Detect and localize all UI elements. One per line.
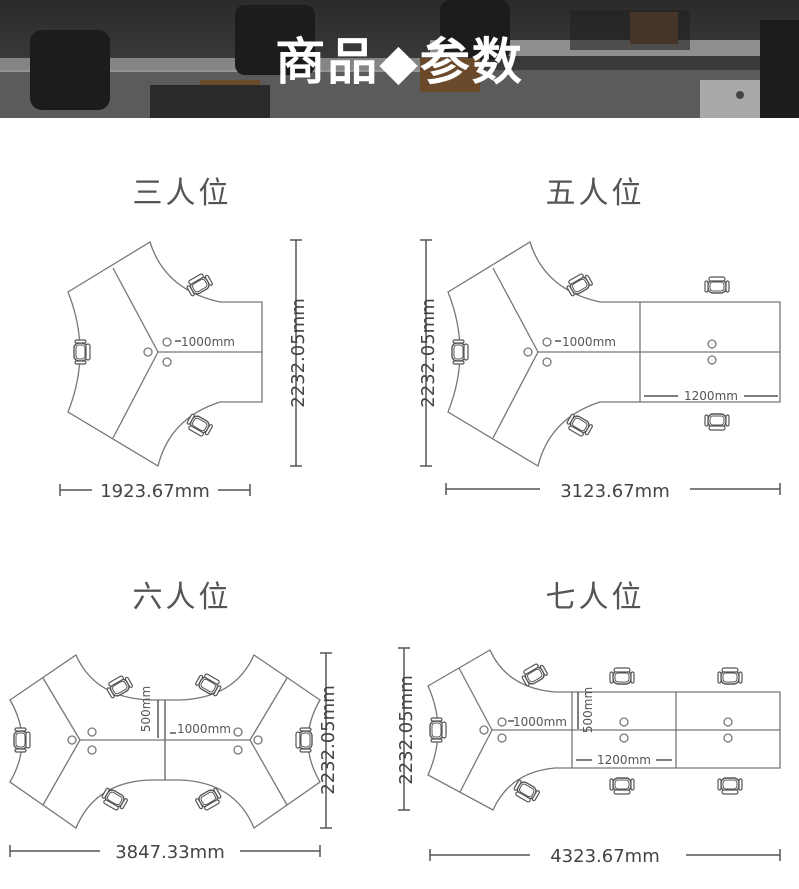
chair-icon xyxy=(518,660,550,688)
panel-title-seven-seat: 七人位 xyxy=(545,580,645,615)
dim-width-label: 4323.67mm xyxy=(550,846,660,867)
diagram-six-seat xyxy=(9,654,321,829)
chair-icon xyxy=(73,339,91,365)
chair-icon xyxy=(183,412,215,440)
dimension-lines xyxy=(398,647,781,861)
dim-inner-label: 1000mm xyxy=(513,715,567,729)
dim-height-label: 2232.05mm xyxy=(288,298,309,408)
chair-icon xyxy=(13,727,31,753)
desk-outline-left xyxy=(9,654,166,829)
chair-icon xyxy=(429,717,447,743)
dimension-lines xyxy=(59,239,302,496)
dim-inner-label: 1000mm xyxy=(177,722,231,736)
dim-inner-label: 1000mm xyxy=(181,335,235,349)
dim-height-label: 2232.05mm xyxy=(396,675,417,785)
banner-office-photo xyxy=(0,0,799,118)
chair-icon xyxy=(563,412,595,440)
diagram-three-seat xyxy=(67,241,263,468)
panel-title-three-seat: 三人位 xyxy=(132,176,232,211)
chair-icon xyxy=(98,786,130,814)
dim-width-label: 1923.67mm xyxy=(100,481,210,502)
chair-icon xyxy=(193,670,225,698)
chair-icon xyxy=(717,777,743,795)
chair-icon xyxy=(295,727,313,753)
panel-title-six-seat: 六人位 xyxy=(132,580,232,615)
dim-width-label: 3847.33mm xyxy=(115,842,225,863)
chair-icon xyxy=(103,672,135,700)
dim-height-label: 2232.05mm xyxy=(318,685,339,795)
chair-icon xyxy=(717,667,743,685)
dim-desk-label: 1200mm xyxy=(597,753,651,767)
dimension-lines xyxy=(9,652,332,857)
chair-icon xyxy=(704,413,730,431)
chair-icon xyxy=(193,786,225,814)
banner: 商品◆参数 xyxy=(0,0,799,118)
chair-icon xyxy=(510,778,542,806)
chair-icon xyxy=(609,777,635,795)
banner-title: 商品◆参数 xyxy=(275,33,524,91)
chair-icon xyxy=(451,339,469,365)
dimension-lines xyxy=(420,239,781,495)
chair-icon xyxy=(563,270,595,298)
dim-height-label: 2232.05mm xyxy=(418,298,439,408)
chair-icon xyxy=(183,270,215,298)
panel-title-five-seat: 五人位 xyxy=(545,176,645,211)
dim-desk-label: 1200mm xyxy=(684,389,738,403)
desk-outline xyxy=(67,241,263,468)
dim-width-label: 3123.67mm xyxy=(560,481,670,502)
chair-icon xyxy=(609,667,635,685)
dim-side-label: 500mm xyxy=(139,686,153,732)
dim-side-label: 500mm xyxy=(581,687,595,733)
dim-inner-label: 1000mm xyxy=(562,335,616,349)
chair-icon xyxy=(704,276,730,294)
diagram-five-seat xyxy=(447,241,781,468)
